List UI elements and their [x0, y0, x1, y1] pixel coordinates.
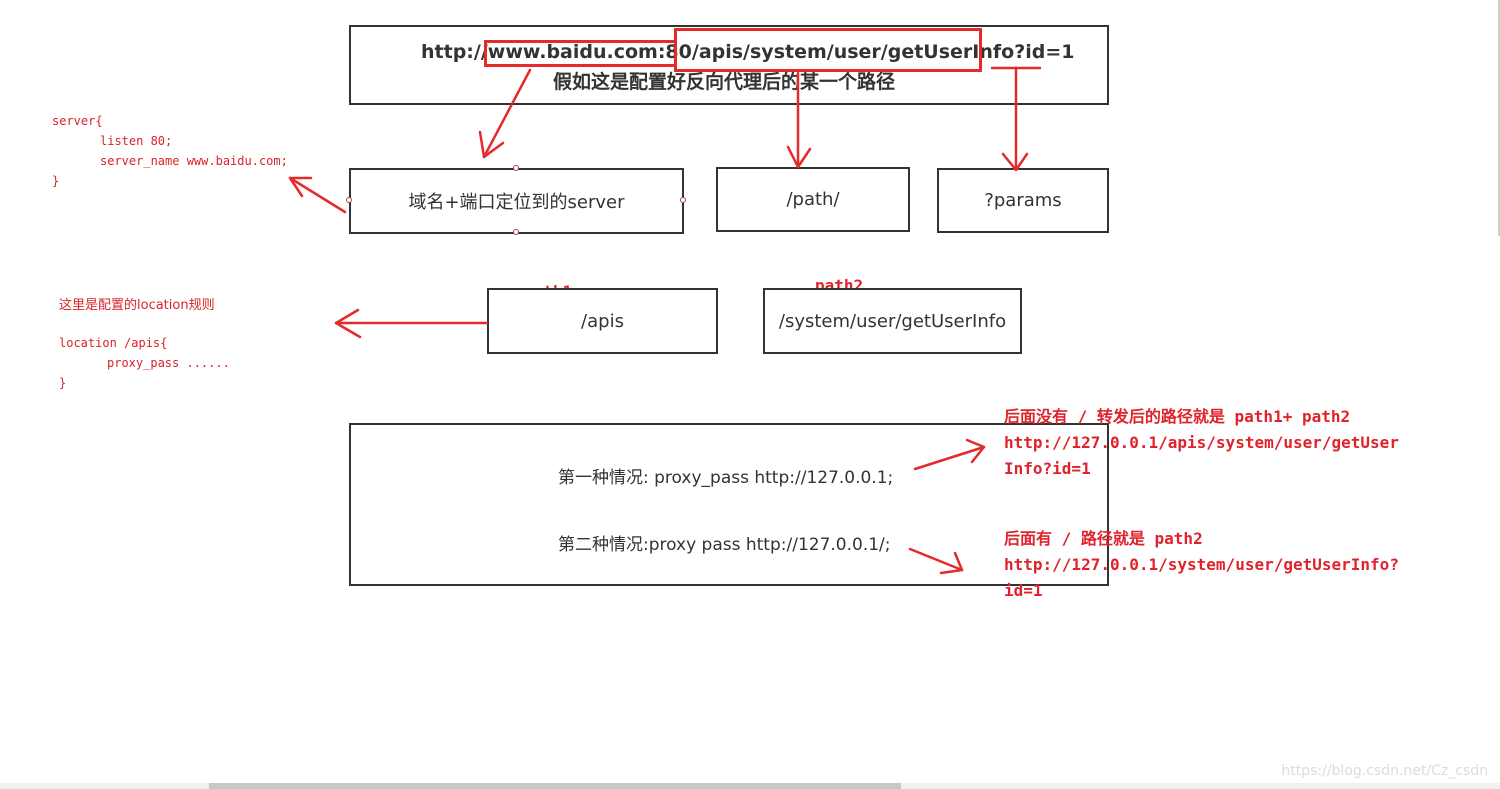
case2-note-line3: id=1	[1004, 581, 1043, 600]
server-note-line3: server_name www.baidu.com;	[100, 154, 288, 168]
url-query: ?id=1	[1014, 41, 1075, 63]
params-box: ?params	[937, 168, 1109, 233]
case1-note-line3: Info?id=1	[1004, 459, 1091, 478]
arrow-server-to-note	[288, 176, 347, 214]
case1-text: 第一种情况: proxy_pass http://127.0.0.1;	[558, 468, 894, 488]
url-prefix: http://	[421, 41, 488, 63]
server-box-label: 域名+端口定位到的server	[408, 192, 625, 213]
cases-box: 第一种情况: proxy_pass http://127.0.0.1; 第二种情…	[349, 423, 1109, 586]
resize-handle-bottom[interactable]	[513, 229, 519, 235]
url-path: /apis/system/user/getUserInfo	[691, 41, 1015, 63]
server-note-line2: listen 80;	[100, 134, 173, 148]
case1-note: 后面没有 / 转发后的路径就是 path1+ path2 http://127.…	[1004, 404, 1399, 482]
server-config-note: server{ listen 80; server_name www.baidu…	[52, 111, 288, 191]
path-box-label: /path/	[786, 189, 840, 210]
domain-highlight	[484, 40, 677, 67]
horizontal-scrollbar-thumb[interactable]	[209, 783, 901, 789]
location-note-line3: }	[59, 376, 67, 390]
arrowhead-path1-to-location	[334, 308, 362, 339]
vertical-scrollbar[interactable]	[1498, 0, 1500, 236]
location-note-line2: proxy_pass ......	[107, 356, 230, 370]
params-box-label: ?params	[984, 190, 1062, 211]
path1-box: /apis	[487, 288, 718, 354]
resize-handle-left[interactable]	[346, 197, 352, 203]
watermark: https://blog.csdn.net/Cz_csdn	[1281, 763, 1488, 779]
location-config-note: location /apis{ proxy_pass ...... }	[59, 333, 230, 393]
resize-handle-top[interactable]	[513, 165, 519, 171]
server-box: 域名+端口定位到的server	[349, 168, 684, 234]
path-highlight	[674, 28, 982, 72]
case2-note-line2: http://127.0.0.1/system/user/getUserInfo…	[1004, 555, 1399, 574]
location-note-line1: location /apis{	[59, 336, 168, 350]
case2-note-line1: 后面有 / 路径就是 path2	[1004, 529, 1203, 548]
arrowhead-domain-to-server	[478, 130, 505, 159]
path2-box-label: /system/user/getUserInfo	[778, 310, 1007, 332]
case1-note-line2: http://127.0.0.1/apis/system/user/getUse…	[1004, 433, 1399, 452]
case2-note: 后面有 / 路径就是 path2 http://127.0.0.1/system…	[1004, 526, 1399, 604]
case1-note-line1: 后面没有 / 转发后的路径就是 path1+ path2	[1004, 407, 1351, 426]
path1-box-label: /apis	[581, 310, 624, 332]
path-box: /path/	[716, 167, 910, 232]
case2-text: 第二种情况:proxy pass http://127.0.0.1/;	[558, 535, 891, 555]
url-domain: www.baidu.com:80	[487, 41, 692, 63]
resize-handle-right[interactable]	[680, 197, 686, 203]
server-note-line1: server{	[52, 114, 103, 128]
server-note-line4: }	[52, 174, 60, 188]
url-text: http://www.baidu.com:80/apis/system/user…	[421, 41, 1075, 63]
arrowhead-server-to-note	[288, 176, 313, 198]
url-caption: 假如这是配置好反向代理后的某一个路径	[553, 71, 896, 93]
arrowhead-path-to-pathbox	[786, 145, 812, 169]
location-note-title: 这里是配置的location规则	[59, 298, 215, 313]
path2-box: /system/user/getUserInfo	[763, 288, 1022, 354]
url-box: http://www.baidu.com:80/apis/system/user…	[349, 25, 1109, 105]
